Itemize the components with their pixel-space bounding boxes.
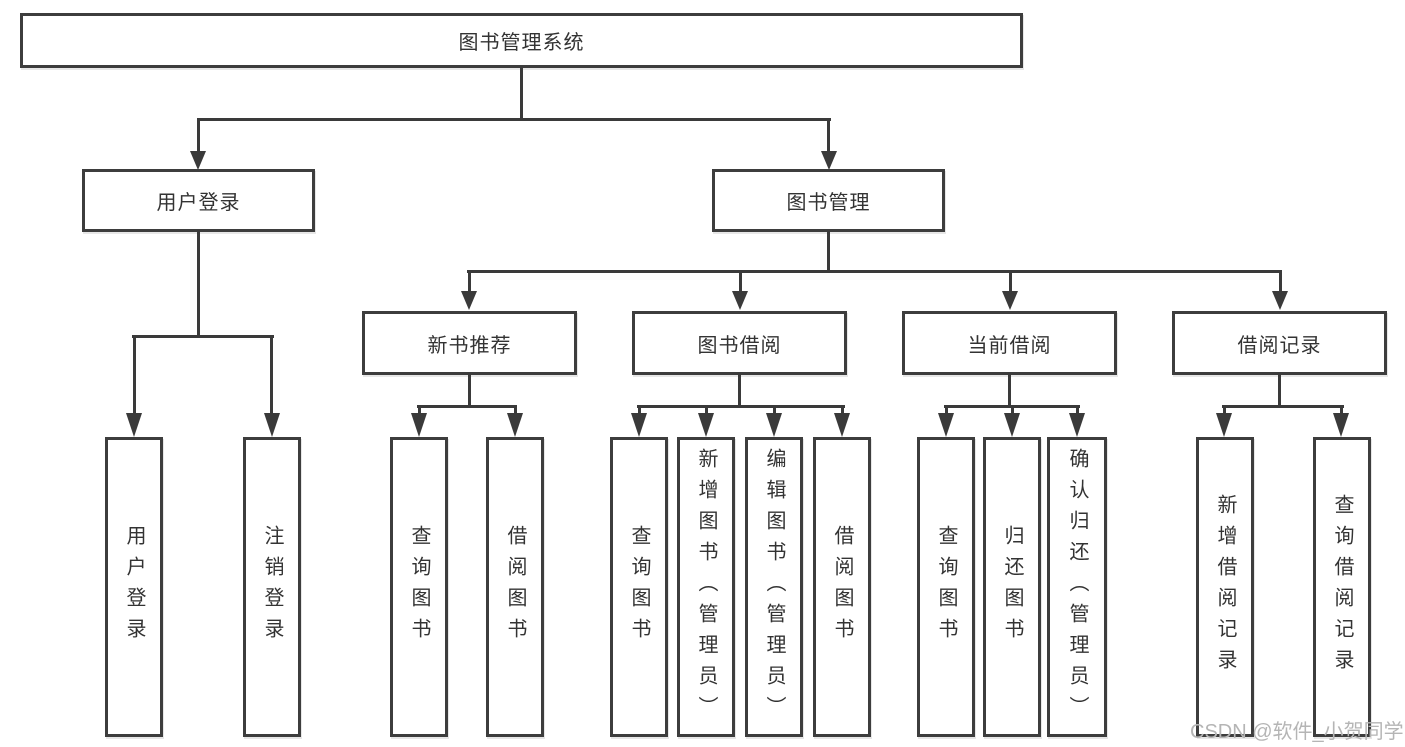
node-user-login: 用户登录 xyxy=(82,169,315,232)
connector-current-borrow-shaft xyxy=(1009,270,1012,292)
leaf-query-book: 查询图书 xyxy=(610,437,668,737)
leaf-borrow-book: 借阅图书 xyxy=(813,437,871,737)
connector-current-borrow-vline xyxy=(1008,373,1011,405)
connector-root-vline xyxy=(520,66,523,118)
connector-leaf-login-shaft xyxy=(133,335,136,415)
connector-leaf-shaft xyxy=(705,405,708,417)
arrowhead-leaf xyxy=(507,413,523,437)
connector-leaf-logout-shaft xyxy=(270,335,273,415)
connector-book-management-hline xyxy=(467,270,1282,273)
arrowhead-new-book xyxy=(461,291,477,310)
leaf-query-borrow-record: 查询借阅记录 xyxy=(1313,437,1371,737)
connector-borrow-record-hline xyxy=(1222,405,1344,408)
arrowhead-book-management xyxy=(821,151,837,170)
node-new-book-recommend: 新书推荐 xyxy=(362,311,577,375)
arrowhead-leaf xyxy=(766,413,782,437)
arrowhead-book-borrow xyxy=(732,291,748,310)
node-library-management-system: 图书管理系统 xyxy=(20,13,1023,68)
connector-leaf-shaft xyxy=(945,405,948,417)
connector-leaf-shaft xyxy=(1223,405,1226,417)
leaf-query-book-current: 查询图书 xyxy=(917,437,975,737)
leaf-add-borrow-record: 新增借阅记录 xyxy=(1196,437,1254,737)
connector-user-login-vline xyxy=(197,230,200,335)
leaf-query-book-recommend: 查询图书 xyxy=(390,437,448,737)
arrowhead-borrow-record xyxy=(1272,291,1288,310)
leaf-logout: 注销登录 xyxy=(243,437,301,737)
arrowhead-leaf-login xyxy=(126,413,142,437)
connector-book-borrow-vline xyxy=(738,373,741,405)
connector-borrow-record-shaft xyxy=(1279,270,1282,292)
arrowhead-leaf xyxy=(411,413,427,437)
arrowhead-current-borrow xyxy=(1002,291,1018,310)
arrowhead-leaf xyxy=(1004,413,1020,437)
node-current-borrow: 当前借阅 xyxy=(902,311,1117,375)
node-book-borrow: 图书借阅 xyxy=(632,311,847,375)
connector-book-borrow-hline xyxy=(637,405,845,408)
connector-root-hline xyxy=(197,118,831,121)
connector-borrow-record-vline xyxy=(1278,373,1281,405)
connector-new-book-shaft xyxy=(468,270,471,292)
arrowhead-leaf xyxy=(938,413,954,437)
leaf-add-book-admin: 新增图书（管理员） xyxy=(677,437,735,737)
connector-leaf-shaft xyxy=(841,405,844,417)
node-borrow-record: 借阅记录 xyxy=(1172,311,1387,375)
connector-leaf-shaft xyxy=(773,405,776,417)
connector-leaf-shaft xyxy=(638,405,641,417)
connector-leaf-shaft xyxy=(514,405,517,417)
leaf-edit-book-admin: 编辑图书（管理员） xyxy=(745,437,803,737)
connector-user-login-shaft xyxy=(197,118,200,154)
connector-leaf-shaft xyxy=(1011,405,1014,417)
arrowhead-leaf xyxy=(1216,413,1232,437)
connector-leaf-shaft xyxy=(1076,405,1079,417)
connector-leaf-shaft xyxy=(1340,405,1343,417)
leaf-borrow-book-recommend: 借阅图书 xyxy=(486,437,544,737)
arrowhead-user-login xyxy=(190,151,206,170)
connector-book-management-shaft xyxy=(827,118,830,154)
arrowhead-leaf-logout xyxy=(264,413,280,437)
leaf-confirm-return-admin: 确认归还（管理员） xyxy=(1047,437,1107,737)
connector-new-book-hline xyxy=(417,405,517,408)
arrowhead-leaf xyxy=(1333,413,1349,437)
connector-book-borrow-shaft xyxy=(739,270,742,292)
csdn-watermark: CSDN @软件_小贺同学 xyxy=(1190,721,1404,743)
node-book-management: 图书管理 xyxy=(712,169,945,232)
arrowhead-leaf xyxy=(631,413,647,437)
arrowhead-leaf xyxy=(834,413,850,437)
leaf-return-book: 归还图书 xyxy=(983,437,1041,737)
connector-leaf-shaft xyxy=(418,405,421,417)
arrowhead-leaf xyxy=(1069,413,1085,437)
connector-book-management-vline xyxy=(827,231,830,270)
connector-user-login-hline xyxy=(132,335,274,338)
connector-new-book-vline xyxy=(468,373,471,405)
arrowhead-leaf xyxy=(698,413,714,437)
leaf-user-login: 用户登录 xyxy=(105,437,163,737)
